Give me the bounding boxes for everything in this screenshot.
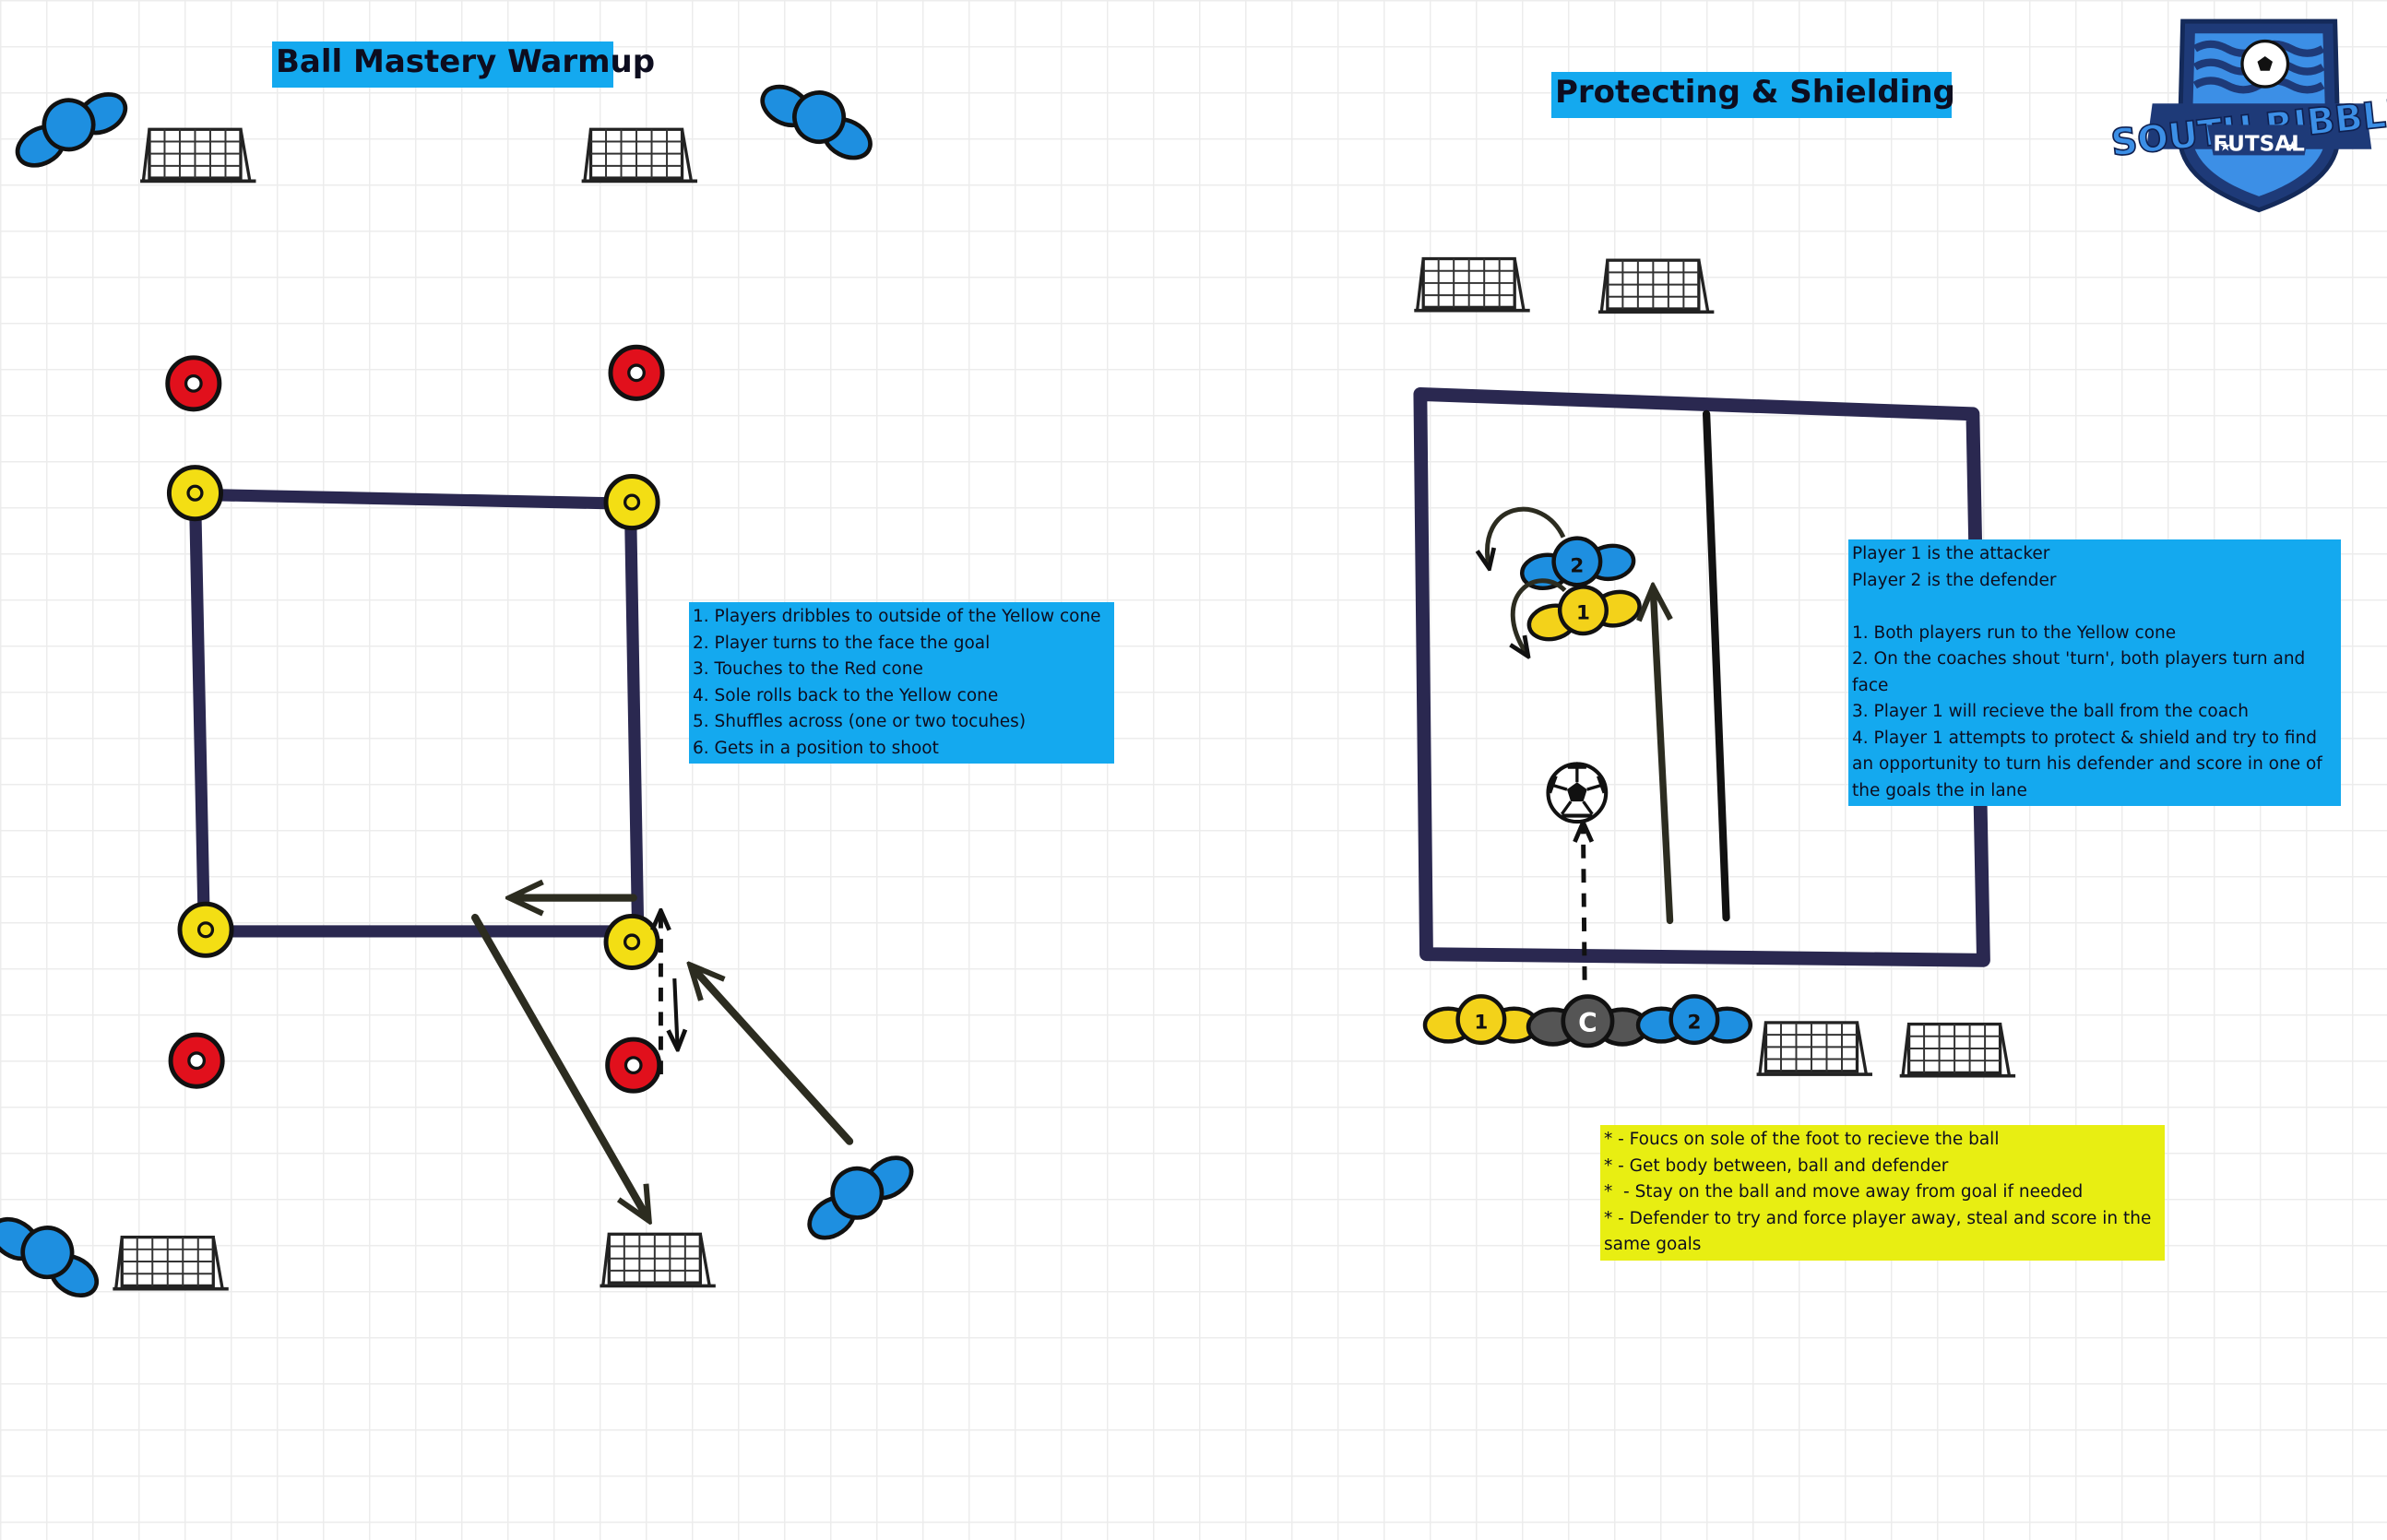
- futsal-goal-icon: [1754, 1021, 1874, 1076]
- instruction-line: Player 2 is the defender: [1852, 570, 2057, 590]
- instruction-line: 4. Sole rolls back to the Yellow cone: [693, 685, 999, 705]
- player-icon: [5, 76, 133, 174]
- instruction-line: 6. Gets in a position to shoot: [693, 738, 939, 758]
- drill2-title: Protecting & Shielding: [1551, 72, 1955, 118]
- svg-text:C: C: [1578, 1008, 1597, 1038]
- svg-text:2: 2: [1570, 554, 1584, 577]
- drill1-instructions: 1. Players dribbles to outside of the Ye…: [689, 602, 1114, 764]
- sole-roll-arrow: [674, 977, 677, 1047]
- coaching-point: * - Foucs on sole of the foot to recieve…: [1604, 1130, 2000, 1149]
- run-arrow: [1653, 590, 1674, 925]
- instruction-line: 2. On the coaches shout 'turn', both pla…: [1852, 649, 2311, 695]
- futsal-goal-icon: [1597, 258, 1716, 314]
- instruction-line: 4. Player 1 attempts to protect & shield…: [1852, 728, 2328, 800]
- coaching-point: * - Get body between, ball and defender: [1604, 1155, 1949, 1176]
- instruction-line: 3. Touches to the Red cone: [693, 659, 923, 679]
- attacker-player: 1: [1524, 575, 1644, 645]
- football-icon: [1546, 762, 1609, 824]
- drill2-area-outline: [1413, 386, 1990, 967]
- futsal-goal-icon: [1412, 256, 1532, 313]
- club-logo: SOUTH RIBBLE FUTSAL ★ ★: [2108, 18, 2387, 213]
- drill1-area-outline: [188, 488, 645, 938]
- player-icon: [0, 1200, 111, 1304]
- svg-text:★: ★: [2286, 137, 2298, 154]
- coaching-point: * - Stay on the ball and move away from …: [1604, 1182, 2084, 1202]
- yellow-cone-icon: [606, 916, 658, 967]
- red-cone-icon: [611, 347, 662, 398]
- instruction-line: [1852, 594, 2337, 621]
- yellow-cone-icon: [606, 477, 658, 528]
- coaching-point: * - Defender to try and force player awa…: [1604, 1208, 2157, 1255]
- dribble-arrow: [693, 968, 854, 1145]
- futsal-goal-icon: [579, 127, 699, 184]
- lane-divider: [1702, 409, 1730, 922]
- futsal-goal-icon: [598, 1232, 718, 1288]
- shot-arrow: [470, 913, 647, 1217]
- futsal-goal-icon: [138, 127, 258, 184]
- red-cone-icon: [608, 1039, 659, 1091]
- drill2-instructions: Player 1 is the attacker Player 2 is the…: [1848, 539, 2341, 806]
- instruction-line: 2. Player turns to the face the goal: [693, 633, 991, 653]
- red-cone-icon: [168, 358, 220, 409]
- attacker-turn-arrow: [1513, 578, 1567, 655]
- yellow-cone-icon: [180, 904, 232, 955]
- drill1-title: Ball Mastery Warmup: [272, 41, 655, 88]
- attacker-start: 1: [1425, 996, 1538, 1042]
- instruction-line: 5. Shuffles across (one or two tocuhes): [693, 712, 1027, 731]
- logo-ball-icon: [2240, 39, 2290, 89]
- player-icon: [755, 67, 884, 166]
- yellow-cone-icon: [169, 468, 220, 519]
- defender-start: 2: [1638, 996, 1751, 1042]
- instruction-line: 3. Player 1 will recieve the ball from t…: [1852, 702, 2249, 721]
- svg-text:★: ★: [2219, 137, 2231, 154]
- svg-text:1: 1: [1474, 1012, 1488, 1035]
- instruction-line: 1. Players dribbles to outside of the Ye…: [693, 607, 1101, 626]
- defender-player: 2: [1518, 530, 1636, 592]
- futsal-goal-icon: [111, 1235, 231, 1291]
- instruction-line: Player 1 is the attacker: [1852, 544, 2050, 563]
- coach-player: C: [1528, 997, 1647, 1046]
- futsal-goal-icon: [1897, 1022, 2017, 1078]
- pass-dashed-arrow: [1583, 824, 1585, 980]
- defender-turn-arrow: [1488, 506, 1566, 566]
- coaching-points: * - Foucs on sole of the foot to recieve…: [1600, 1125, 2165, 1261]
- instruction-line: 1. Both players run to the Yellow cone: [1852, 622, 2177, 643]
- player-icon: [794, 1139, 920, 1247]
- logo-text-line2: FUTSAL: [2213, 132, 2305, 156]
- svg-text:1: 1: [1576, 602, 1590, 625]
- svg-text:2: 2: [1687, 1012, 1701, 1035]
- red-cone-icon: [171, 1035, 222, 1086]
